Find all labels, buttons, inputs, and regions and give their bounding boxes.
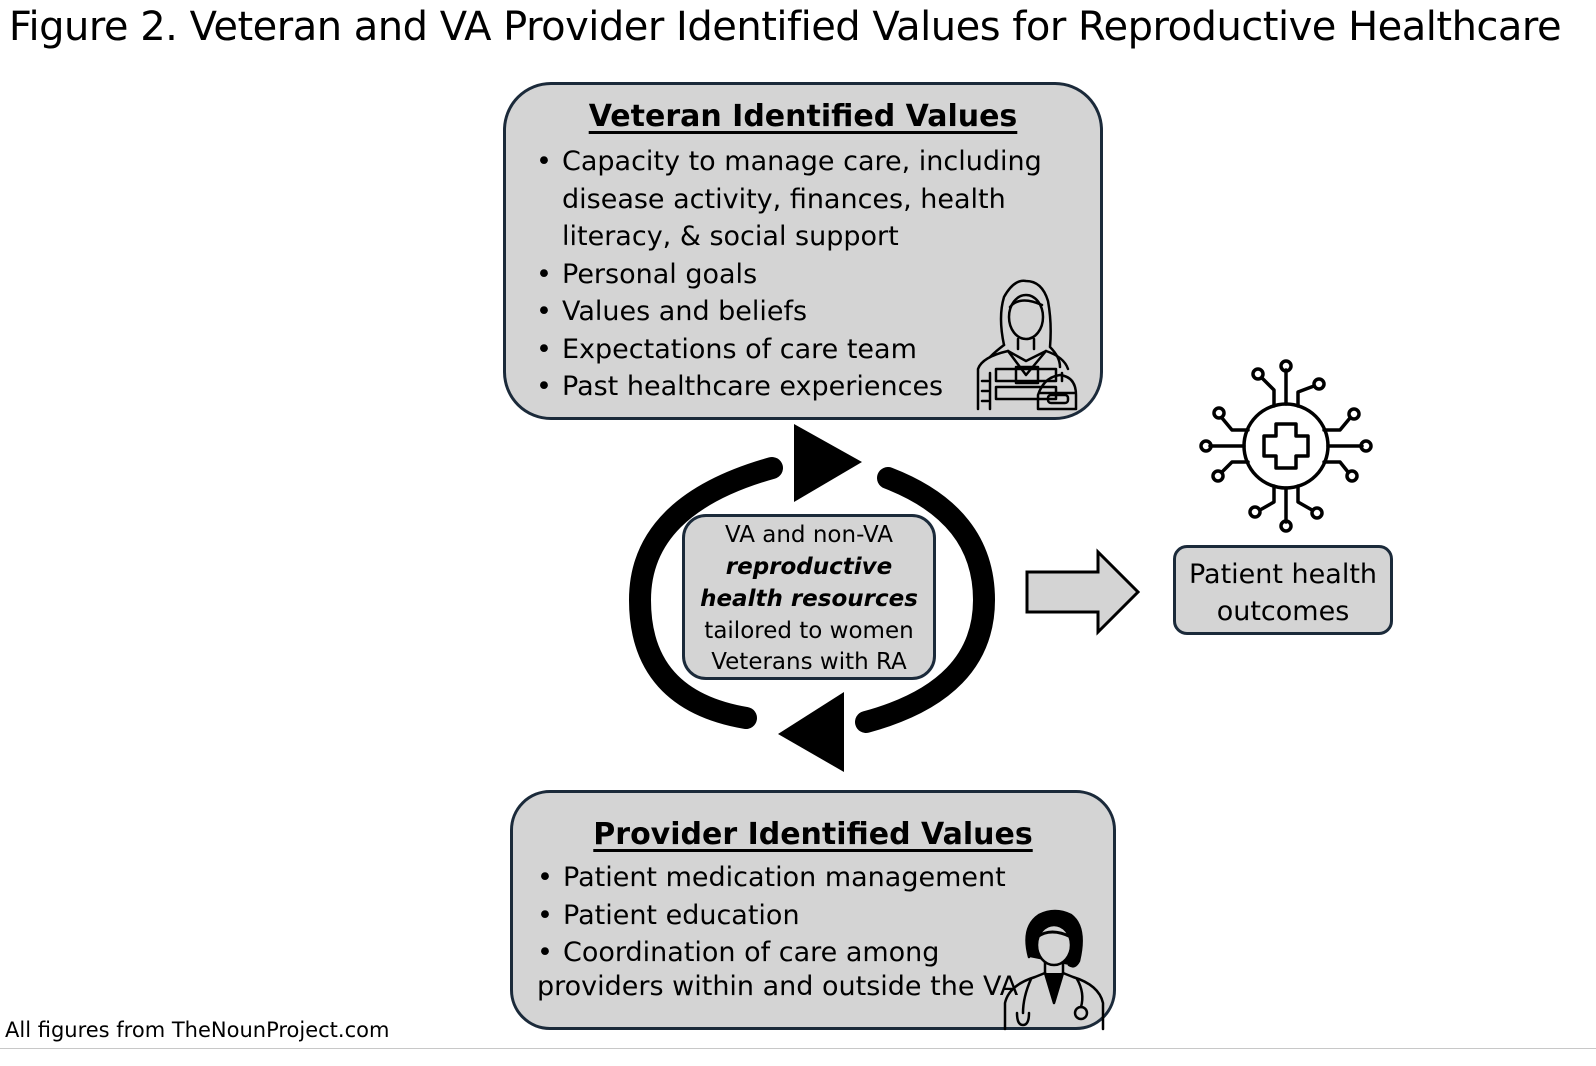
- outcome-arrow: [1025, 548, 1141, 636]
- footer-divider: [0, 1048, 1596, 1049]
- cycle-arc-left: [628, 457, 783, 729]
- veteran-value-continuation: literacy, & social support: [562, 221, 899, 252]
- veteran-value-item: Expectations of care team: [536, 331, 996, 369]
- veteran-value-item: Capacity to manage care, including: [536, 143, 1042, 181]
- cycle-arrowhead-top: [794, 424, 862, 502]
- provider-values-list: Patient medication management Patient ed…: [537, 859, 1006, 972]
- outcome-line-1: Patient health: [1188, 559, 1378, 590]
- provider-value-continuation: providers within and outside the VA: [537, 971, 1019, 1002]
- resources-line-4: tailored to women: [704, 618, 914, 644]
- outcome-line-2: outcomes: [1216, 596, 1350, 627]
- veteran-values-box: Veteran Identified Values Capacity to ma…: [503, 82, 1103, 420]
- provider-value-item: Coordination of care among: [537, 934, 997, 972]
- provider-values-heading: Provider Identified Values: [593, 817, 1033, 852]
- figure-credit: All figures from TheNounProject.com: [5, 1018, 390, 1042]
- veteran-value-item: Past healthcare experiences: [536, 368, 996, 406]
- figure-title: Figure 2. Veteran and VA Provider Identi…: [8, 4, 1562, 50]
- veteran-value-item: Values and beliefs: [536, 293, 996, 331]
- resources-line-2: reproductive: [725, 554, 893, 580]
- provider-value-item: Patient education: [537, 897, 997, 935]
- female-doctor-icon: [1003, 909, 1105, 1031]
- provider-values-box: Provider Identified Values Patient medic…: [510, 790, 1116, 1031]
- veteran-value-item: Personal goals: [536, 256, 996, 294]
- veteran-value-continuation: disease activity, finances, health: [562, 183, 1006, 215]
- veteran-values-list: Capacity to manage care, including disea…: [536, 143, 1042, 406]
- provider-value-item: Patient medication management: [537, 859, 1006, 897]
- resources-line-3: health resources: [700, 586, 918, 612]
- resources-box: VA and non-VA reproductive health resour…: [682, 514, 936, 680]
- medical-network-icon: [1199, 359, 1373, 533]
- female-soldier-icon: [976, 279, 1078, 411]
- resources-line-1: VA and non-VA: [724, 522, 894, 548]
- veteran-values-heading: Veteran Identified Values: [588, 99, 1018, 134]
- patient-outcomes-box: Patient health outcomes: [1173, 545, 1393, 635]
- resources-line-5: Veterans with RA: [711, 649, 907, 675]
- cycle-arrowhead-bottom: [778, 692, 844, 772]
- cycle-arc-right: [855, 467, 996, 733]
